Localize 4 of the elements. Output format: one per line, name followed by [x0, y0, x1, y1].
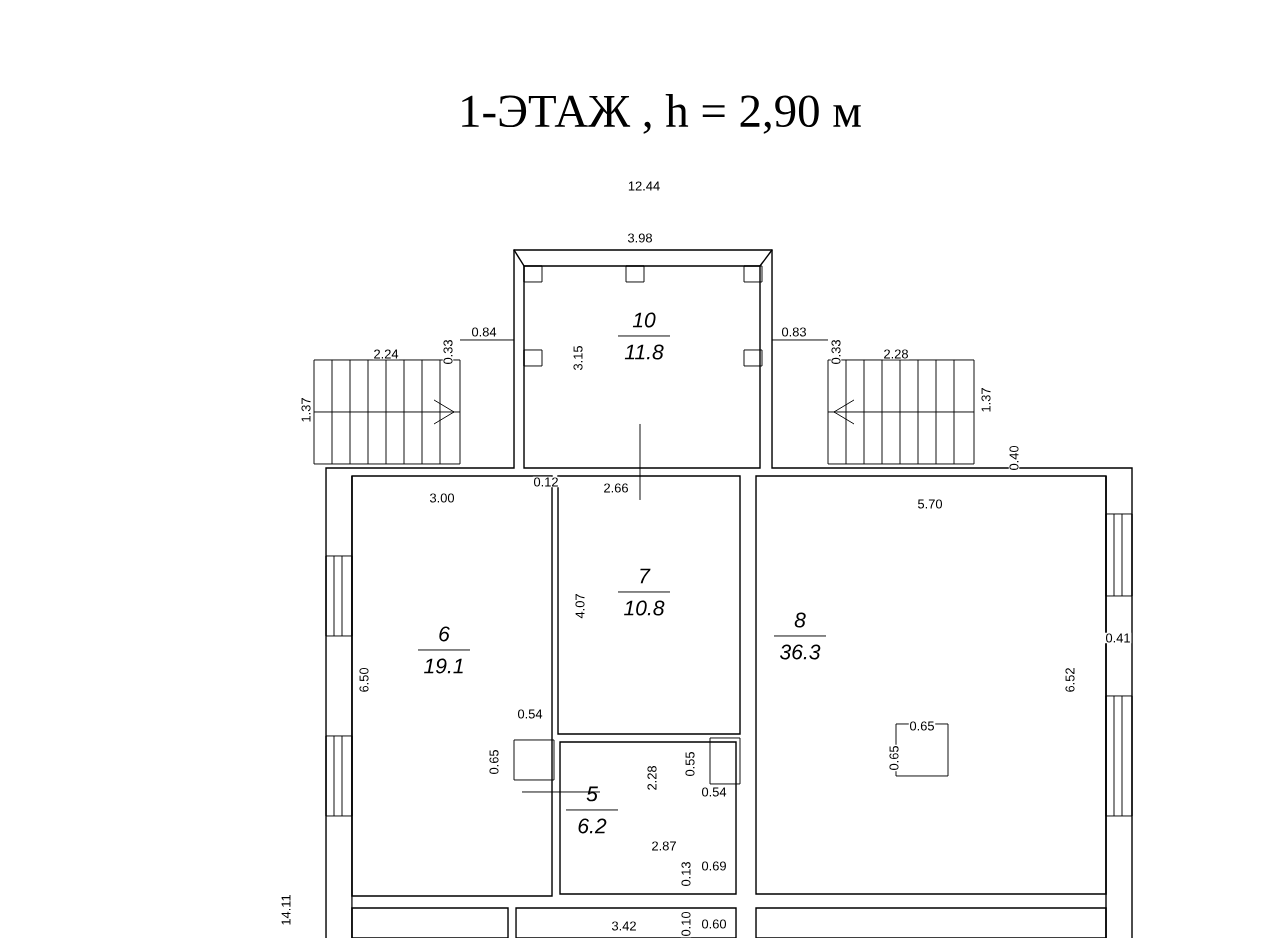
title: 1-ЭТАЖ , h = 2,90 м: [462, 94, 861, 134]
room-outline: [755, 907, 1107, 938]
room-outline: [515, 907, 737, 938]
room-outline: [351, 907, 509, 938]
